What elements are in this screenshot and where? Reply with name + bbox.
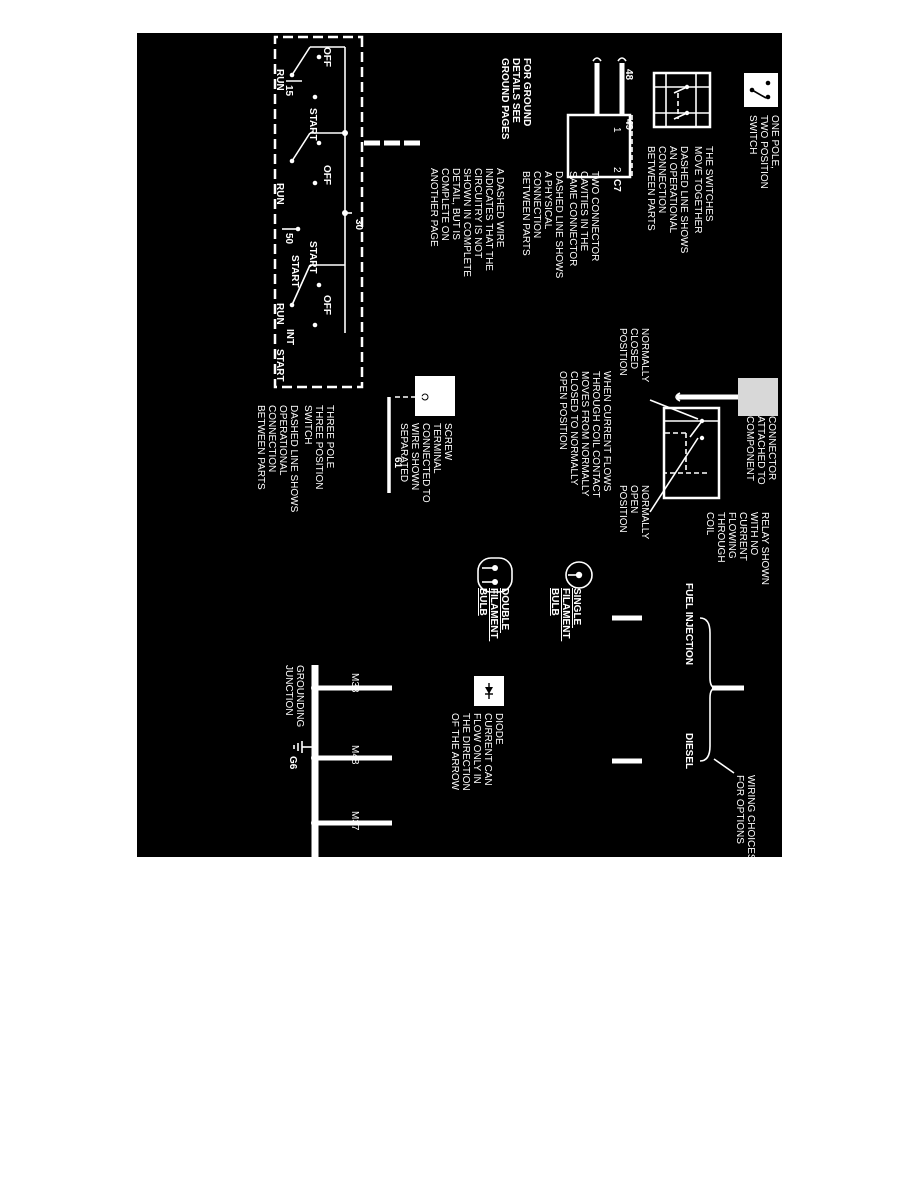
dual-switch-label: THE SWITCHES MOVE TOGETHER DASHED LINE S… xyxy=(645,146,714,256)
connector-attached-symbol xyxy=(675,378,778,416)
connector-cavities-symbol xyxy=(566,57,633,179)
relay-flow-label: WHEN CURRENT FLOWS THROUGH COIL CONTACT … xyxy=(557,371,612,500)
diesel-label: DIESEL xyxy=(683,733,694,769)
screw-terminal-symbol xyxy=(387,376,455,493)
dashed-wire-label: A DASHED WIRE INDICATES THAT THE CIRCUIT… xyxy=(428,168,505,280)
relay-open-label: NORMALLY OPEN POSITION xyxy=(617,485,650,542)
sw-off-3: OFF xyxy=(321,295,332,315)
diode-label: DIODE CURRENT CAN FLOW ONLY IN THE DIREC… xyxy=(449,713,504,794)
ground-g6-label: G6 xyxy=(287,756,298,770)
screw-terminal-label: SCREW TERMINAL CONNECTED TO WIRE SHOWN S… xyxy=(398,423,453,505)
relay-symbol xyxy=(649,399,721,513)
single-filament-bulb-icon xyxy=(565,561,593,589)
ground-m48-label: M48 xyxy=(349,745,360,765)
wiring-choices-label: WIRING CHOICES FOR OPTIONS xyxy=(734,775,756,857)
sw-start-1: START xyxy=(307,108,318,141)
grounding-junction-symbol xyxy=(293,665,392,857)
dual-switch-symbol xyxy=(652,71,712,129)
cavity-2-label: 2 xyxy=(611,167,622,173)
wiring-legend-diagram: ONE POLE, TWO POSITION SWITCH THE SWITCH… xyxy=(137,33,782,857)
sw-run-2: RUN xyxy=(274,183,285,205)
double-filament-bulb-label: DOUBLE FILAMENT BULB xyxy=(477,588,510,641)
fuel-injection-label: FUEL INJECTION xyxy=(683,583,694,665)
sw-start-3: START xyxy=(289,255,300,288)
double-filament-bulb-icon xyxy=(477,557,513,593)
cavity-1-label: 1 xyxy=(611,127,622,133)
diode-symbol xyxy=(474,676,504,706)
three-pole-switch-symbol xyxy=(273,35,364,389)
grounding-junction-label: GROUNDING JUNCTION xyxy=(283,665,305,730)
wiring-choices-symbol xyxy=(612,615,744,774)
one-pole-switch-symbol xyxy=(744,73,778,107)
wire-30-label: 30 xyxy=(353,219,364,231)
sw-run-1: RUN xyxy=(274,69,285,91)
ground-m38-label: M38 xyxy=(349,673,360,693)
ground-note-label: FOR GROUND DETAILS SEE GROUND PAGES xyxy=(499,58,532,140)
one-pole-switch-label: ONE POLE, TWO POSITION SWITCH xyxy=(747,115,780,192)
connector-c7-label: C7 xyxy=(611,179,622,192)
relay-label: RELAY SHOWN WITH NO CURRENT FLOWING THRO… xyxy=(704,512,770,588)
single-filament-bulb-label: SINGLE FILAMENT BULB xyxy=(549,588,582,641)
ground-m37-label: M37 xyxy=(349,811,360,831)
wire-50-label: 50 xyxy=(283,233,294,245)
sw-int-label: INT xyxy=(284,329,295,345)
wire-48-label: 48 xyxy=(623,69,634,81)
wire-15-label: 15 xyxy=(283,85,294,97)
sw-run-3: RUN xyxy=(274,303,285,325)
sw-off-2: OFF xyxy=(321,165,332,185)
sw-start-4: START xyxy=(274,349,285,382)
relay-closed-label: NORMALLY CLOSED POSITION xyxy=(617,328,650,385)
sw-start-2: START xyxy=(307,241,318,274)
connector-cavities-label: TWO CONNECTOR CAVITIES IN THE SAME CONNE… xyxy=(520,171,600,281)
wire-49-label: 49 xyxy=(623,119,634,131)
sw-off-1: OFF xyxy=(321,47,332,67)
wire-61-label: 61 xyxy=(392,457,403,469)
connector-attached-label: CONNECTOR ATTACHED TO COMPONENT xyxy=(744,416,777,488)
three-pole-switch-label: THREE POLE THREE POSITION SWITCH DASHED … xyxy=(255,405,335,515)
legend-canvas: ONE POLE, TWO POSITION SWITCH THE SWITCH… xyxy=(255,35,780,857)
